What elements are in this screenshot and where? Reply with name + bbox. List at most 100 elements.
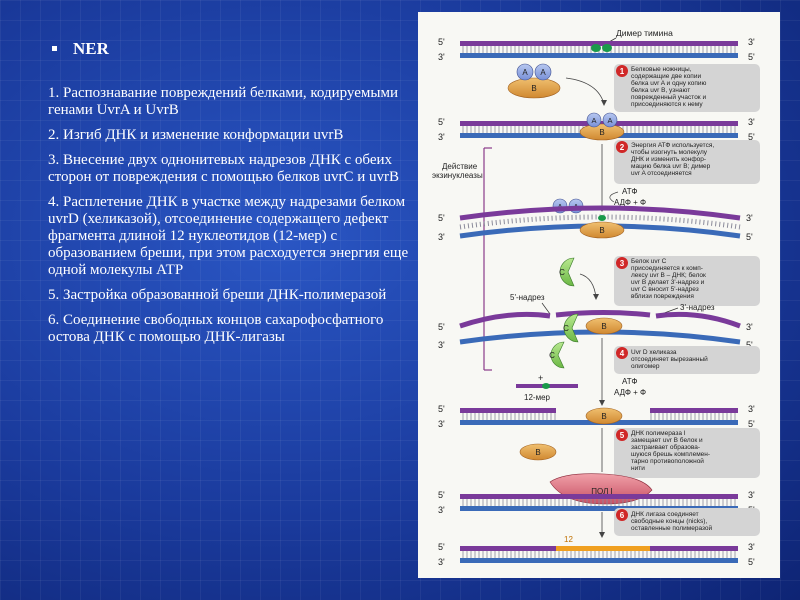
uvrb-protein — [585, 407, 623, 425]
top-strand — [460, 408, 556, 413]
end-label-5: 5' — [748, 557, 755, 567]
arrow-head — [601, 100, 607, 106]
text-block: NER 1. Распознавание повреждений белками… — [48, 40, 410, 354]
protein-label: A — [522, 68, 528, 77]
step-note-text: Uvr D хеликаза отсоединяет вырезанный ол… — [631, 349, 710, 370]
end-label-3: 3' — [748, 542, 755, 552]
end-label-5: 5' — [748, 52, 755, 62]
ner-diagram: Димер тимина 5' 3' 3' 5' B A A 1 Белковы… — [432, 28, 760, 567]
step-note-box — [614, 508, 760, 536]
end-label-5: 5' — [438, 404, 445, 414]
step-note-box — [614, 346, 760, 374]
adp-label: АДФ + Ф — [614, 198, 646, 207]
arrow-head — [599, 400, 605, 406]
ner-figure: Димер тимина 5' 3' 3' 5' B A A 1 Белковы… — [418, 12, 780, 578]
end-label-5: 5' — [438, 213, 445, 223]
uvrc-protein — [550, 341, 565, 369]
end-label-3: 3' — [438, 52, 445, 62]
protein-label: A — [540, 68, 546, 77]
uvrb-protein — [579, 123, 625, 141]
step-number: 6 — [620, 511, 625, 520]
protein-label: A — [591, 116, 596, 125]
end-label-5: 5' — [438, 322, 445, 332]
end-label-3: 3' — [746, 322, 753, 332]
polymerase-label: ПОЛ I — [591, 487, 613, 496]
uvrb-protein — [579, 221, 625, 239]
base-pairs — [460, 551, 738, 558]
bottom-strand — [460, 558, 738, 563]
end-label-5: 5' — [746, 340, 753, 350]
top-strand — [460, 546, 556, 551]
protein-label: A — [607, 116, 612, 125]
top-strand — [460, 494, 738, 499]
step-item: 4. Расплетение ДНК в участке между надре… — [48, 194, 409, 278]
protein-label: B — [599, 226, 604, 235]
end-label-5: 5' — [748, 419, 755, 429]
step-number: 3 — [620, 259, 625, 268]
protein-label: B — [599, 128, 604, 137]
step-note-text: Энергия АТФ используется, чтобы изогнуть… — [631, 142, 716, 177]
steps-list: 1. Распознавание повреждений белками, ко… — [48, 85, 410, 346]
arrow-head — [599, 532, 605, 538]
step-note-box — [614, 428, 760, 478]
uvrb-protein — [585, 317, 623, 335]
base-pairs — [650, 413, 738, 420]
step-item: 5. Застройка образованной бреши ДНК-поли… — [48, 287, 387, 303]
step-note-text: ДНК полимераза I замещает uvr B белок и … — [631, 430, 712, 472]
end-label-3: 3' — [438, 340, 445, 350]
end-label-3: 3' — [748, 404, 755, 414]
step-note-text: ДНК лигаза соединяет свободные концы (ni… — [631, 511, 713, 532]
nick-5-label: 5'-надрез — [510, 293, 545, 302]
adp-label: АДФ + Ф — [614, 388, 646, 397]
uvra-protein — [516, 63, 534, 81]
uvrb-protein — [519, 443, 557, 461]
step-number: 5 — [620, 431, 625, 440]
thymine-dimer — [591, 44, 601, 52]
repaired-dna — [460, 546, 738, 563]
step-number: 4 — [620, 349, 625, 358]
end-label-3: 3' — [748, 37, 755, 47]
protein-label: C — [563, 324, 569, 333]
bottom-strand — [460, 53, 738, 58]
uvrc-protein — [563, 313, 579, 343]
step-note-text: Белок uvr C присоединяется к комп- лексу… — [631, 258, 708, 300]
fragment-12-label: 12-мер — [524, 393, 551, 402]
thymine-dimer — [602, 44, 612, 52]
end-label-3: 3' — [438, 505, 445, 515]
end-label-5: 5' — [438, 37, 445, 47]
end-label-5: 5' — [438, 490, 445, 500]
protein-label: C — [549, 351, 555, 360]
step-note-box — [614, 256, 760, 306]
protein-label: B — [531, 84, 536, 93]
title-row: NER — [48, 40, 410, 57]
top-strand — [650, 408, 738, 413]
protein-label: B — [601, 412, 606, 421]
step-number-badge — [616, 141, 628, 153]
top-strand — [655, 311, 741, 329]
protein-label: B — [601, 322, 606, 331]
atp-arrow — [609, 191, 619, 203]
slide-title: NER — [73, 39, 109, 58]
step-note-box — [614, 64, 760, 112]
exonuclease-label: Действие экзинуклеазы — [432, 162, 483, 180]
thymine-dimer — [542, 383, 550, 389]
end-label-3: 3' — [748, 490, 755, 500]
base-pairs — [460, 413, 556, 420]
thymine-dimer — [598, 215, 606, 221]
step-number-badge — [616, 65, 628, 77]
atp-label: АТФ — [622, 377, 637, 386]
step-item: 3. Внесение двух однонитевых надрезов ДН… — [48, 152, 399, 185]
top-strand — [555, 310, 651, 318]
end-label-3: 3' — [746, 213, 753, 223]
step-item: 2. Изгиб ДНК и изменение конформации uvr… — [48, 127, 344, 143]
step-number-badge — [616, 509, 628, 521]
uvra-protein — [586, 112, 602, 128]
end-label-5: 5' — [748, 132, 755, 142]
protein-label: C — [559, 268, 565, 277]
base-pairs — [459, 214, 741, 230]
top-strand — [459, 205, 741, 221]
protein-label: B — [535, 448, 540, 457]
step-number: 2 — [620, 143, 625, 152]
top-strand — [459, 311, 551, 329]
step-note-text: Белковые ножницы, содержащие две копии б… — [631, 66, 708, 108]
